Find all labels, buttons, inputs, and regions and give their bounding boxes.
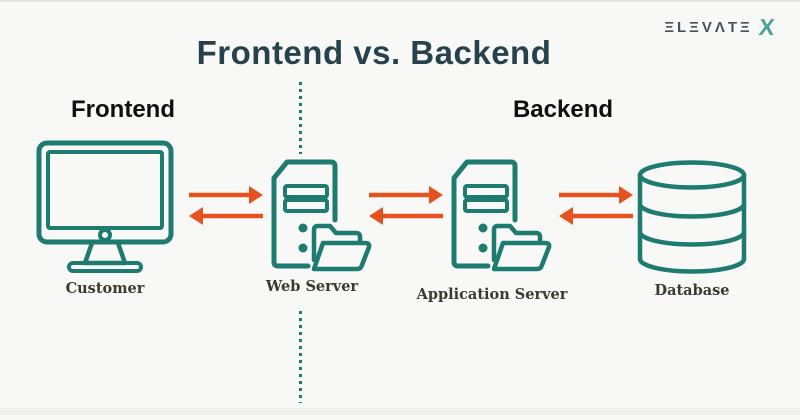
arrows-appserver-database [558, 184, 634, 226]
page-title: Frontend vs. Backend [196, 34, 552, 71]
application-server-node [450, 159, 555, 272]
monitor-icon [36, 140, 174, 273]
backend-section-label: Backend [512, 96, 614, 123]
elevate-wordmark: ΞLΞVΛTΞ [664, 19, 753, 36]
brand-x-icon: X [757, 14, 776, 40]
customer-node [36, 140, 174, 274]
server-folder-icon [451, 159, 552, 272]
node-label-application-server: Application Server [416, 286, 568, 303]
node-label-customer: Customer [65, 280, 145, 297]
elevatex-logo: ΞLΞVΛTΞ X [664, 14, 776, 40]
bidirectional-arrows-icon [189, 186, 263, 225]
server-folder-icon [271, 159, 372, 272]
bottom-edge-band [0, 408, 800, 415]
frontend-section-label: Frontend [71, 96, 175, 123]
divider-dotted-line-bottom [299, 311, 302, 403]
arrows-webserver-appserver [368, 184, 444, 226]
arrows-customer-webserver [188, 184, 264, 226]
node-label-database: Database [654, 282, 730, 299]
database-icon [637, 160, 747, 274]
node-label-web-server: Web Server [265, 278, 359, 295]
web-server-node [270, 159, 375, 272]
database-node [637, 160, 747, 278]
divider-dotted-line-top [299, 82, 302, 154]
bidirectional-arrows-icon [369, 186, 443, 225]
top-edge-line [0, 0, 800, 2]
bidirectional-arrows-icon [559, 186, 633, 225]
